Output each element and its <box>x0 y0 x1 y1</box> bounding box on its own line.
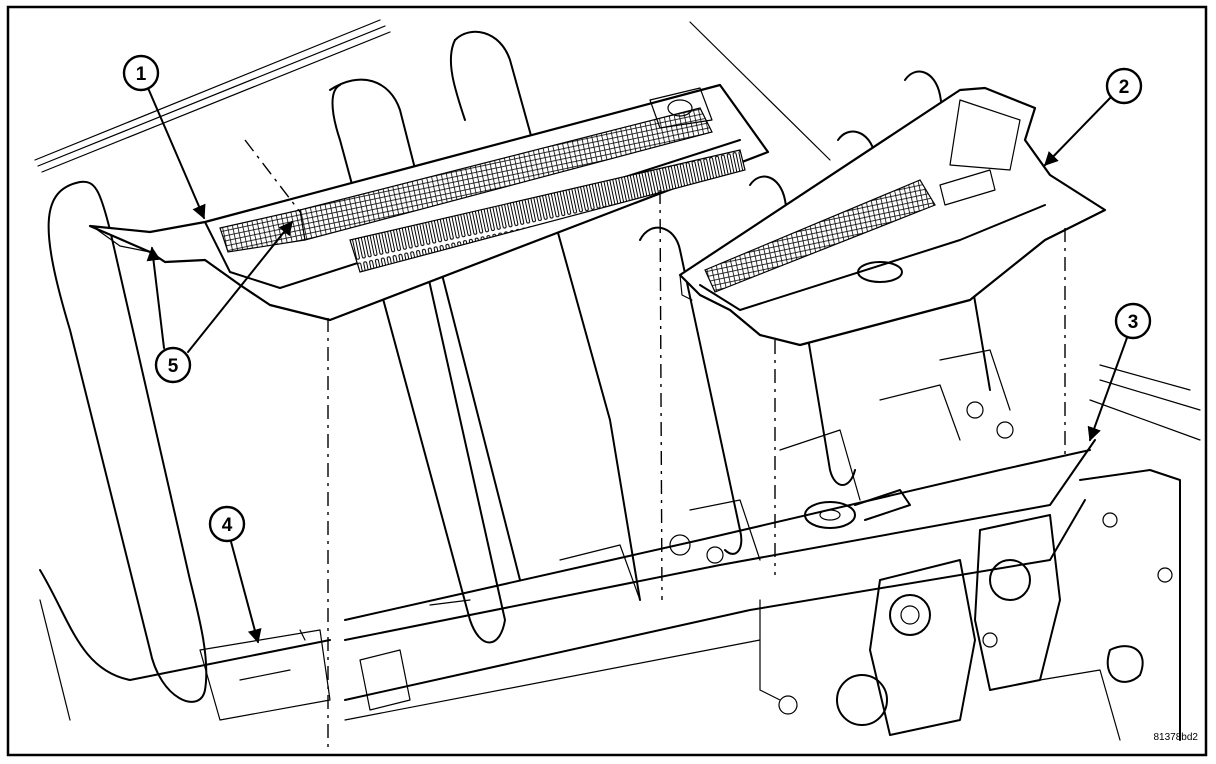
callout-2: 2 <box>1105 67 1143 105</box>
callout-label-1: 1 <box>136 64 147 85</box>
callout-label-3: 3 <box>1128 312 1139 333</box>
windshield-edge <box>34 19 831 173</box>
callout-3: 3 <box>1114 302 1152 340</box>
figure-reference-code: 81378bd2 <box>1154 732 1199 743</box>
callout-4: 4 <box>208 505 246 543</box>
right-cowl-panel <box>678 86 1107 347</box>
leader-arrows <box>146 87 1129 644</box>
cowl-body-structure <box>39 349 1201 741</box>
callout-5: 5 <box>154 346 192 384</box>
alignment-lines <box>244 139 1066 750</box>
callout-label-2: 2 <box>1119 77 1130 98</box>
wiper-arm-outlines <box>47 30 991 703</box>
figure-border <box>6 5 1208 757</box>
callout-label-5: 5 <box>168 356 179 377</box>
callout-1: 1 <box>122 54 160 92</box>
callout-label-4: 4 <box>222 515 233 536</box>
